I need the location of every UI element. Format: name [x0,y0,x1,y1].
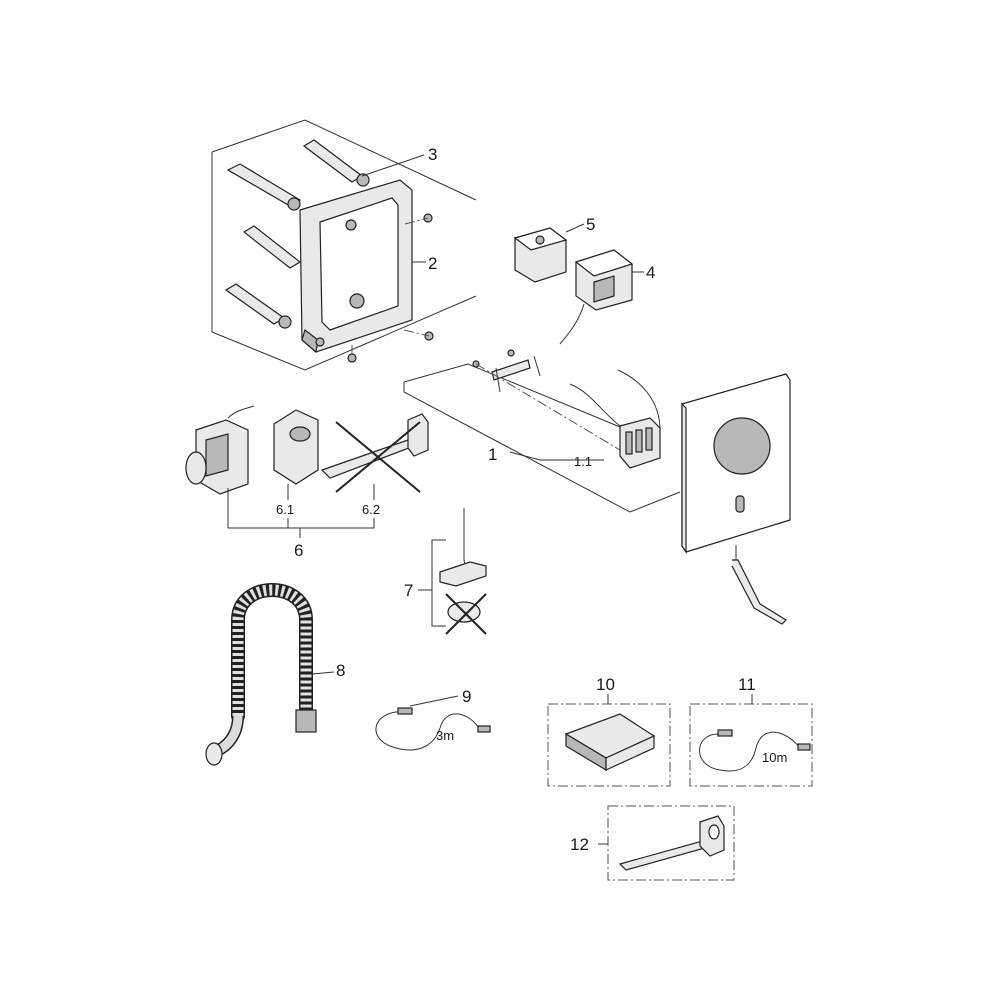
callout-2: 2 [428,254,437,273]
not-included-part [445,593,487,635]
callout-12: 12 [570,835,589,854]
mounting-frame [299,179,413,354]
flexible-hose-part-8: 8 [205,583,345,766]
callout-1: 1 [488,445,497,464]
callout-6: 6 [294,541,303,560]
cross-out-icon [445,593,487,635]
anchor-bolt [226,163,302,211]
remote-control-part-10: 10 [547,675,671,787]
callout-1-1: 1.1 [574,454,592,469]
callout-6-2: 6.2 [362,502,380,517]
bracket-part-6-2-not-included [320,413,429,500]
anchor-bolt [302,139,370,187]
cable-part-11: 11 10m [689,675,813,787]
anchor-bolt [242,225,302,269]
cover-plate [681,373,791,554]
mounting-frame-group: 3 2 [211,119,477,371]
cable-11-length: 10m [762,750,787,765]
callout-7: 7 [404,581,413,600]
wiring-part-group-7: 7 [404,508,487,635]
callout-6-1: 6.1 [276,502,294,517]
callout-11: 11 [738,675,756,694]
callout-4: 4 [646,263,655,282]
bracket-part-12: 12 [570,805,735,881]
cable-part-9: 9 3m [375,687,491,751]
anchor-bolts [224,139,370,329]
hex-key-tool [731,545,787,625]
callout-10: 10 [596,675,615,694]
callout-9: 9 [462,687,471,706]
connector-module-part-1-1 [569,369,661,469]
valve-part-group-6: 6.1 6.2 6 [185,405,429,560]
mounting-bracket [472,349,541,393]
solenoid-valve [185,405,255,495]
callout-3: 3 [428,145,437,164]
callout-5: 5 [586,215,595,234]
electronic-assembly-group: 1.1 1 [403,349,791,625]
valve-housing-part-6-1 [273,409,319,500]
anchor-bolt [224,283,292,329]
frame-screws [315,213,434,363]
callout-8: 8 [336,661,345,680]
cable-9-length: 3m [436,728,454,743]
junction-box-part-5: 5 [513,215,595,283]
power-supply-part-4: 4 [559,249,655,345]
cross-out-icon [335,421,421,493]
